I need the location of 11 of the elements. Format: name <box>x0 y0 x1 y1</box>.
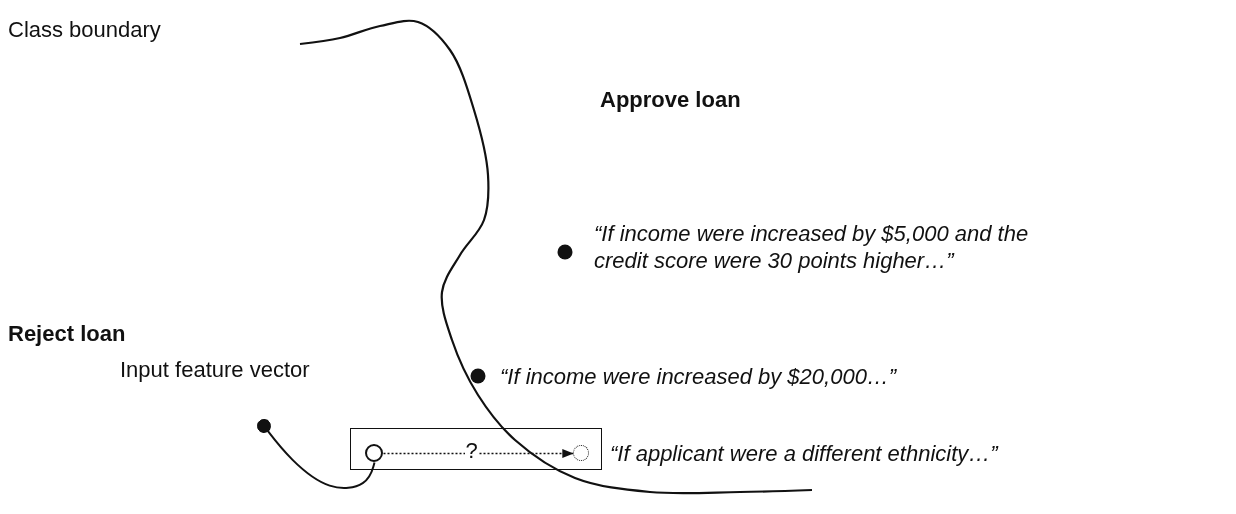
input-point <box>365 444 383 462</box>
class-boundary-label: Class boundary <box>8 16 161 43</box>
dotted-arrow <box>382 449 575 458</box>
counterfactual-quote: “If applicant were a different ethnicity…” <box>610 440 998 467</box>
region-label: Approve loan <box>600 86 741 113</box>
leader-line <box>257 419 376 490</box>
counterfactual-quote: “If income were increased by $20,000…” <box>500 363 897 390</box>
region-label: Reject loan <box>8 320 126 347</box>
node-label: Input feature vector <box>120 356 311 383</box>
counterfactual-point <box>573 445 589 461</box>
counterfactual-quote: “If income were increased by $5,000 and the credit score were 30 points higher…” <box>594 220 1030 274</box>
